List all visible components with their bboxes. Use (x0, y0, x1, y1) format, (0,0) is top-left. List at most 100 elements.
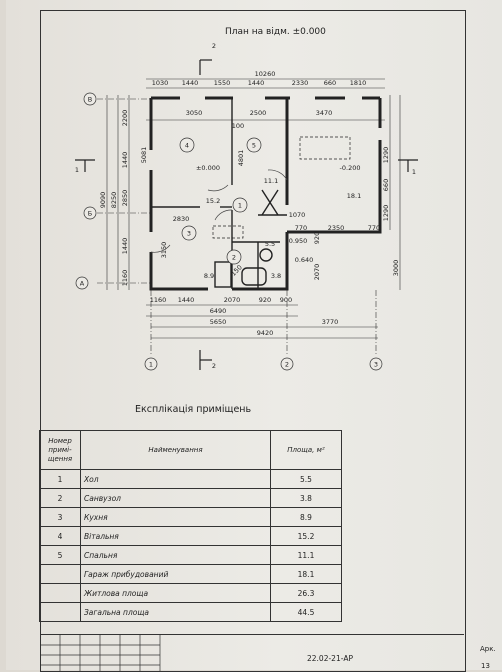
level-mark: -0.200 (340, 164, 361, 172)
dim-bottom: 2070 (224, 296, 241, 304)
dim-top: 1030 (152, 79, 169, 87)
room-num: 1 (238, 202, 242, 210)
level-mark: ±0.000 (196, 164, 220, 172)
dim-bottom-chain: 5650 (210, 318, 227, 326)
room-marker-5 (246, 137, 262, 153)
dim-bottom: 920 (259, 296, 271, 304)
row-area: 8.9 (270, 507, 342, 527)
dim-inner-left: 3150 (160, 242, 168, 259)
room-marker-2 (226, 249, 242, 265)
dim-top: 1810 (350, 79, 367, 87)
axis-label-b: Б (88, 210, 92, 218)
row-num (39, 564, 81, 584)
row-num (39, 583, 81, 603)
drawing-code: 22.02-21-АР (307, 654, 354, 663)
room-area: 3.8 (271, 272, 281, 280)
dim-inner-left: 5081 (140, 147, 148, 164)
dim-top: 1440 (248, 79, 265, 87)
dim-top: 2330 (292, 79, 309, 87)
room-num: 2 (232, 254, 236, 262)
dim-right-chain: 1290 (382, 205, 390, 222)
row-num: 2 (39, 488, 81, 508)
section-mark-2-top: 2 (212, 42, 216, 50)
dim-inner-top: 3050 (186, 109, 203, 117)
row-name: Хол (80, 469, 271, 489)
axis-label-1: 1 (149, 361, 153, 369)
dim-top: 1550 (214, 79, 231, 87)
dim-left-chain: 1440 (121, 152, 129, 169)
sheet-label: Арк. (480, 645, 496, 653)
dim-misc: 770 (295, 224, 307, 232)
section-mark-1-right: 1 (412, 168, 416, 176)
row-name: Загальна площа (80, 602, 271, 622)
row-area: 44.5 (270, 602, 342, 622)
dim-bottom-total: 6490 (210, 307, 227, 315)
dim-left-mid: 8250 (110, 192, 118, 209)
room-area: 15.2 (206, 197, 220, 205)
table-header-row: Номер примі-щення Найменування Площа, м² (39, 430, 342, 470)
row-area: 26.3 (270, 583, 342, 603)
dim-bottom: 1440 (178, 296, 195, 304)
room-area: 11.1 (264, 177, 278, 185)
axis-label-2: 2 (285, 361, 289, 369)
axis-label-a: А (80, 280, 85, 288)
row-num: 5 (39, 545, 81, 565)
row-name: Гараж прибудований (80, 564, 271, 584)
header-name: Найменування (80, 430, 271, 470)
dim-right-chain: 660 (382, 179, 390, 191)
axis-bubble-1 (144, 357, 158, 371)
dim-bottom-chain: 3770 (322, 318, 339, 326)
row-area: 18.1 (270, 564, 342, 584)
dim-total-top: 10260 (255, 70, 276, 78)
axis-label-v: В (88, 96, 92, 104)
axis-bubble-a (75, 276, 89, 290)
title-block (40, 634, 464, 671)
room-marker-4 (179, 137, 195, 153)
dim-left-chain: 1160 (121, 270, 129, 287)
row-area: 3.8 (270, 488, 342, 508)
dim-misc: 100 (232, 122, 244, 130)
row-num: 3 (39, 507, 81, 527)
room-marker-1 (232, 197, 248, 213)
row-area: 11.1 (270, 545, 342, 565)
dim-misc: 0.640 (295, 256, 314, 264)
plan-title: План на відм. ±0.000 (225, 27, 326, 37)
row-name: Кухня (80, 507, 271, 527)
dim-top: 1440 (182, 79, 199, 87)
explication-caption: Експлікація приміщень (135, 404, 252, 415)
room-area: 8.9 (204, 272, 214, 280)
dim-misc: 1070 (289, 211, 306, 219)
dim-misc: 2350 (328, 224, 345, 232)
row-num: 1 (39, 469, 81, 489)
axis-bubble-2 (280, 357, 294, 371)
row-area: 15.2 (270, 526, 342, 546)
row-name: Житлова площа (80, 583, 271, 603)
room-num: 3 (187, 230, 191, 238)
row-name: Спальня (80, 545, 271, 565)
dim-bottom: 1160 (150, 296, 167, 304)
header-area: Площа, м² (270, 430, 342, 470)
room-area: 18.1 (347, 192, 361, 200)
sheet-number: 13 (481, 662, 490, 670)
room-marker-3 (181, 225, 197, 241)
dim-top: 660 (324, 79, 336, 87)
axis-bubble-b (83, 206, 97, 220)
row-name: Вітальня (80, 526, 271, 546)
section-mark-2-bottom: 2 (212, 362, 216, 370)
row-area: 5.5 (270, 469, 342, 489)
row-name: Санвузол (80, 488, 271, 508)
dim-bottom: 900 (280, 296, 292, 304)
dim-right-chain: 1290 (382, 147, 390, 164)
axis-bubble-v (83, 92, 97, 106)
dim-left-chain: 1440 (121, 238, 129, 255)
room-num: 5 (252, 142, 256, 150)
dim-misc: 770 (368, 224, 380, 232)
header-num: Номер примі-щення (39, 430, 81, 470)
row-num (39, 602, 81, 622)
